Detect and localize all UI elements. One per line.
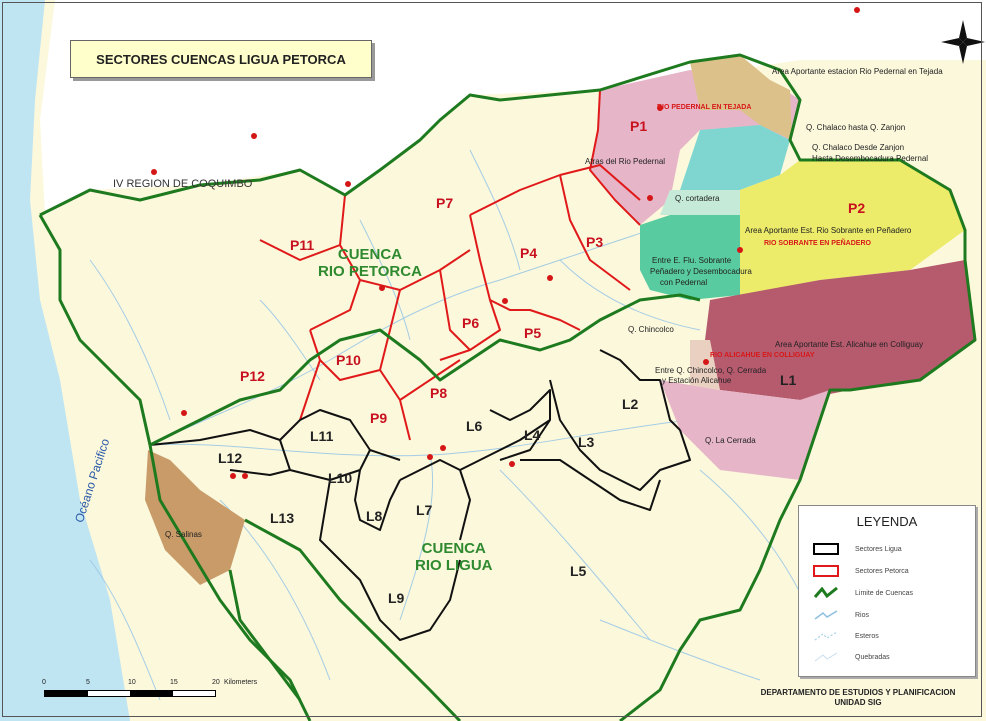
sector-l3: L3 <box>578 434 595 450</box>
scale-tick-10: 10 <box>128 679 136 686</box>
legend-swatch-quebradas <box>814 652 838 662</box>
legend-swatch-limits <box>813 587 838 599</box>
basin-ligua-line1: CUENCA <box>421 540 486 557</box>
basin-petorca-line2: RIO PETORCA <box>318 263 422 280</box>
label-entre-flu-2: Peñadero y Desembocadura <box>650 267 752 276</box>
sector-p3: P3 <box>586 234 604 250</box>
label-entre-flu-3: con Pedernal <box>660 278 708 287</box>
legend-label-quebradas: Quebradas <box>855 653 890 661</box>
scale-tick-15: 15 <box>170 679 178 686</box>
area-entre-flu <box>640 215 740 300</box>
region-label: IV REGION DE COQUIMBO <box>113 178 253 190</box>
petorca-sectors <box>259 89 641 441</box>
station-pedernal: RIO PEDERNAL EN TEJADA <box>657 104 752 111</box>
sector-p1: P1 <box>630 118 648 134</box>
station-sobrante: RIO SOBRANTE EN PEÑADERO <box>764 240 871 247</box>
legend-swatch-rivers <box>814 610 838 620</box>
sector-l1: L1 <box>780 372 797 388</box>
label-chincolco: Q. Chincolco <box>628 325 674 334</box>
basin-petorca-line1: CUENCA <box>337 246 403 263</box>
legend-item-esteros: Esteros <box>813 628 879 644</box>
legend-label-rivers: Rios <box>855 611 870 619</box>
label-entre-chincolco-2: y Estación Alicahue <box>662 376 732 385</box>
legend-item-ligua: Sectores Ligua <box>813 541 902 557</box>
sector-p11: P11 <box>290 237 315 253</box>
area-chalaco <box>680 125 790 190</box>
label-chalaco-desde-1: Q. Chalaco Desde Zanjon <box>812 143 905 152</box>
legend-item-petorca: Sectores Petorca <box>813 563 909 579</box>
ligua-sectors <box>149 349 691 641</box>
label-entre-chincolco-1: Entre Q. Chincolco, Q. Cerrada <box>655 366 767 375</box>
sector-p7: P7 <box>436 195 454 211</box>
area-cortadera <box>660 190 740 215</box>
scale-tick-20: 20 <box>212 679 220 686</box>
area-alicahue <box>705 260 975 400</box>
legend: LEYENDA Sectores Ligua Sectores Petorca … <box>798 505 976 677</box>
sector-l7: L7 <box>416 502 433 518</box>
sector-l4: L4 <box>524 427 541 443</box>
label-salinas: Q. Salinas <box>165 530 202 539</box>
basin-ligua-label: CUENCA RIO LIGUA <box>415 540 493 574</box>
sector-l2: L2 <box>622 396 639 412</box>
label-la-cerrada: Q. La Cerrada <box>705 436 756 445</box>
credits-line2: UNIDAD SIG <box>834 698 882 707</box>
north-arrow-icon <box>941 20 985 64</box>
sector-l5: L5 <box>570 563 587 579</box>
sector-l13: L13 <box>270 510 295 526</box>
area-tejada-tan <box>690 55 792 140</box>
label-cortadera: Q. cortadera <box>675 194 720 203</box>
basin-ligua-line2: RIO LIGUA <box>415 557 493 574</box>
legend-swatch-ligua <box>813 543 839 555</box>
label-entre-flu-1: Entre E. Flu. Sobrante <box>652 256 732 265</box>
scale-tick-0: 0 <box>42 679 46 686</box>
sector-l11: L11 <box>310 428 334 444</box>
sector-l9: L9 <box>388 590 405 606</box>
label-chalaco-zanjon: Q. Chalaco hasta Q. Zanjon <box>806 123 906 132</box>
basin-petorca-label: CUENCA RIO PETORCA <box>318 246 422 280</box>
legend-item-rivers: Rios <box>813 607 869 623</box>
credits-line1: DEPARTAMENTO DE ESTUDIOS Y PLANIFICACION <box>760 688 956 697</box>
label-alicahue-colliguay: Area Aportante Est. Alicahue en Colligua… <box>775 340 924 349</box>
scale-tick-5: 5 <box>86 679 90 686</box>
area-chincolco <box>690 340 720 390</box>
sector-p10: P10 <box>336 352 361 368</box>
sector-l6: L6 <box>466 418 483 434</box>
sector-p8: P8 <box>430 385 448 401</box>
credits: DEPARTAMENTO DE ESTUDIOS Y PLANIFICACION… <box>728 688 986 708</box>
sector-p2: P2 <box>848 200 866 216</box>
label-sobrante-penadero: Area Aportante Est. Rio Sobrante en Peña… <box>745 226 912 235</box>
label-pedernal-tejada: Area Aportante estacion Rio Pedernal en … <box>772 67 943 76</box>
sector-l12: L12 <box>218 450 243 466</box>
scale-bar <box>44 690 216 697</box>
sector-p12: P12 <box>240 368 265 384</box>
legend-title: LEYENDA <box>856 514 918 529</box>
sector-p6: P6 <box>462 315 480 331</box>
legend-label-ligua: Sectores Ligua <box>855 545 902 553</box>
map-title: SECTORES CUENCAS LIGUA PETORCA <box>70 40 372 78</box>
sector-l10: L10 <box>328 470 353 486</box>
legend-label-esteros: Esteros <box>855 632 879 640</box>
legend-label-limits: Limite de Cuencas <box>855 589 913 597</box>
sector-p4: P4 <box>520 245 538 261</box>
area-la-cerrada <box>660 380 830 480</box>
basin-limits <box>38 53 977 721</box>
area-salinas <box>145 450 245 585</box>
sector-p9: P9 <box>370 410 388 426</box>
scale-unit: Kilometers <box>224 679 258 686</box>
area-sobrante <box>740 160 965 295</box>
sector-l8: L8 <box>366 508 383 524</box>
stations-dots <box>151 7 860 479</box>
legend-item-quebradas: Quebradas <box>813 649 890 665</box>
label-atras-pedernal: Atras del Rio Pedernal <box>585 157 666 166</box>
legend-swatch-petorca <box>813 565 839 577</box>
legend-item-limits: Limite de Cuencas <box>813 585 913 601</box>
legend-label-petorca: Sectores Petorca <box>855 567 909 575</box>
sector-p5: P5 <box>524 325 542 341</box>
legend-swatch-esteros <box>814 631 838 641</box>
station-alicahue: RIO ALICAHUE EN COLLIGUAY <box>710 352 815 359</box>
label-chalaco-desde-2: Hasta Desembocadura Pedernal <box>812 154 929 163</box>
